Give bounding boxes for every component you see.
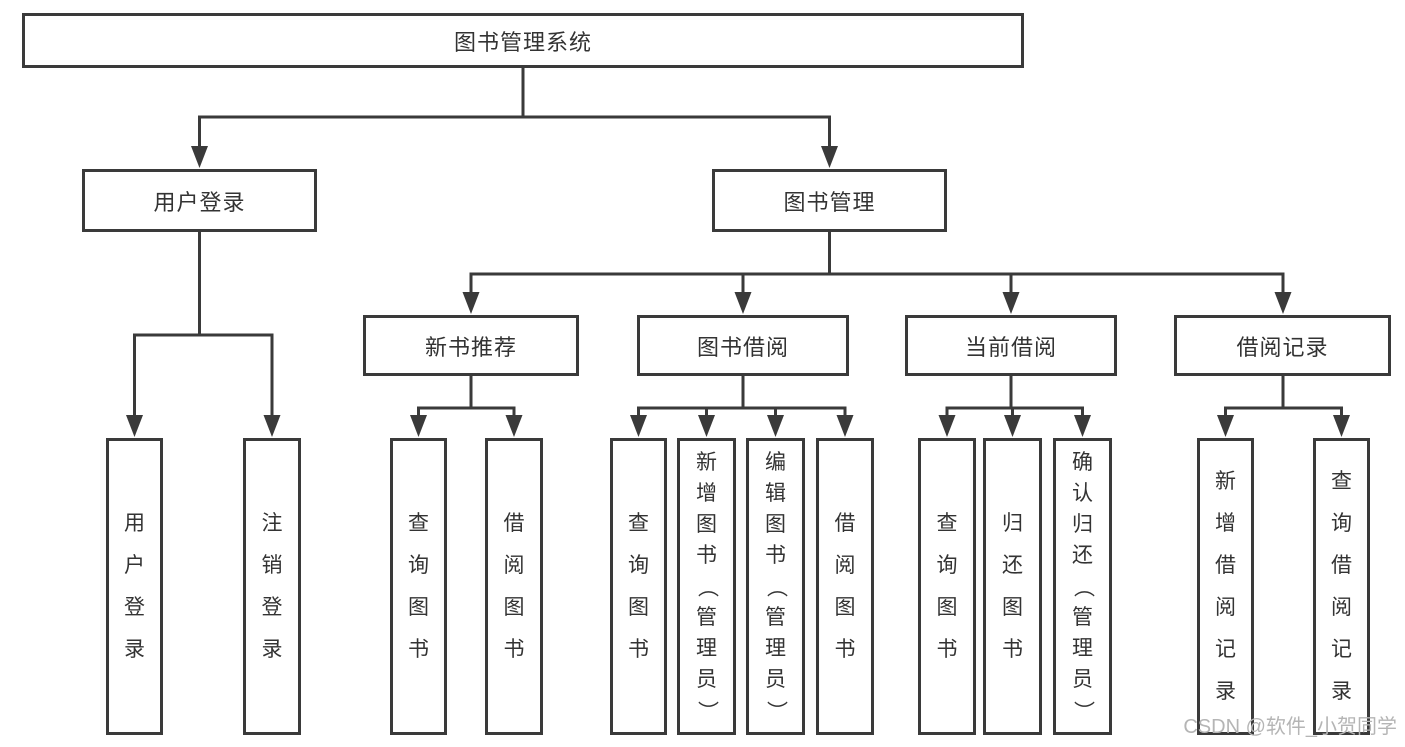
node-book-borrow: 图书借阅: [637, 315, 849, 376]
node-book-management-label: 图书管理: [783, 189, 876, 215]
node-leaf-br-add-record: 新增借阅记录: [1197, 438, 1254, 735]
node-leaf-bb-borrow-books: 借阅图书: [816, 438, 874, 735]
node-new-book-recommend: 新书推荐: [363, 315, 579, 376]
node-leaf-bb-add-books-label: 新增图书（管理员）: [695, 450, 719, 721]
node-leaf-rec-borrow-books-label: 借阅图书: [503, 511, 525, 661]
node-current-borrow-label: 当前借阅: [964, 334, 1057, 360]
node-leaf-rec-query-books: 查询图书: [390, 438, 447, 735]
node-book-management: 图书管理: [712, 169, 947, 232]
node-leaf-logout-label: 注销登录: [261, 511, 283, 661]
node-root: 图书管理系统: [22, 13, 1024, 68]
node-leaf-cb-confirm-return-label: 确认归还（管理员）: [1071, 450, 1095, 721]
node-leaf-bb-edit-books-label: 编辑图书（管理员）: [764, 450, 788, 721]
node-leaf-logout: 注销登录: [243, 438, 301, 735]
node-leaf-br-add-record-label: 新增借阅记录: [1215, 469, 1236, 703]
node-leaf-br-query-record-label: 查询借阅记录: [1331, 469, 1352, 703]
node-leaf-bb-query-books-label: 查询图书: [628, 511, 649, 661]
node-user-login: 用户登录: [82, 169, 317, 232]
node-current-borrow: 当前借阅: [905, 315, 1117, 376]
csdn-watermark: CSDN @软件_小贺同学: [1183, 716, 1397, 738]
node-user-login-label: 用户登录: [153, 189, 246, 215]
node-leaf-cb-return-books-label: 归还图书: [1002, 511, 1023, 661]
node-borrow-records: 借阅记录: [1174, 315, 1391, 376]
node-root-label: 图书管理系统: [453, 29, 592, 55]
node-leaf-cb-query-books: 查询图书: [918, 438, 976, 735]
node-new-book-recommend-label: 新书推荐: [424, 334, 517, 360]
node-leaf-rec-borrow-books: 借阅图书: [485, 438, 543, 735]
node-leaf-cb-return-books: 归还图书: [983, 438, 1042, 735]
node-leaf-bb-edit-books: 编辑图书（管理员）: [746, 438, 805, 735]
node-leaf-rec-query-books-label: 查询图书: [408, 511, 429, 661]
node-leaf-bb-borrow-books-label: 借阅图书: [834, 511, 856, 661]
node-leaf-cb-query-books-label: 查询图书: [936, 511, 958, 661]
node-leaf-bb-add-books: 新增图书（管理员）: [677, 438, 736, 735]
node-leaf-user-login: 用户登录: [106, 438, 163, 735]
node-leaf-bb-query-books: 查询图书: [610, 438, 667, 735]
node-leaf-cb-confirm-return: 确认归还（管理员）: [1053, 438, 1112, 735]
node-leaf-user-login-label: 用户登录: [124, 511, 145, 661]
node-book-borrow-label: 图书借阅: [696, 334, 789, 360]
node-borrow-records-label: 借阅记录: [1236, 334, 1329, 360]
node-leaf-br-query-record: 查询借阅记录: [1313, 438, 1370, 735]
